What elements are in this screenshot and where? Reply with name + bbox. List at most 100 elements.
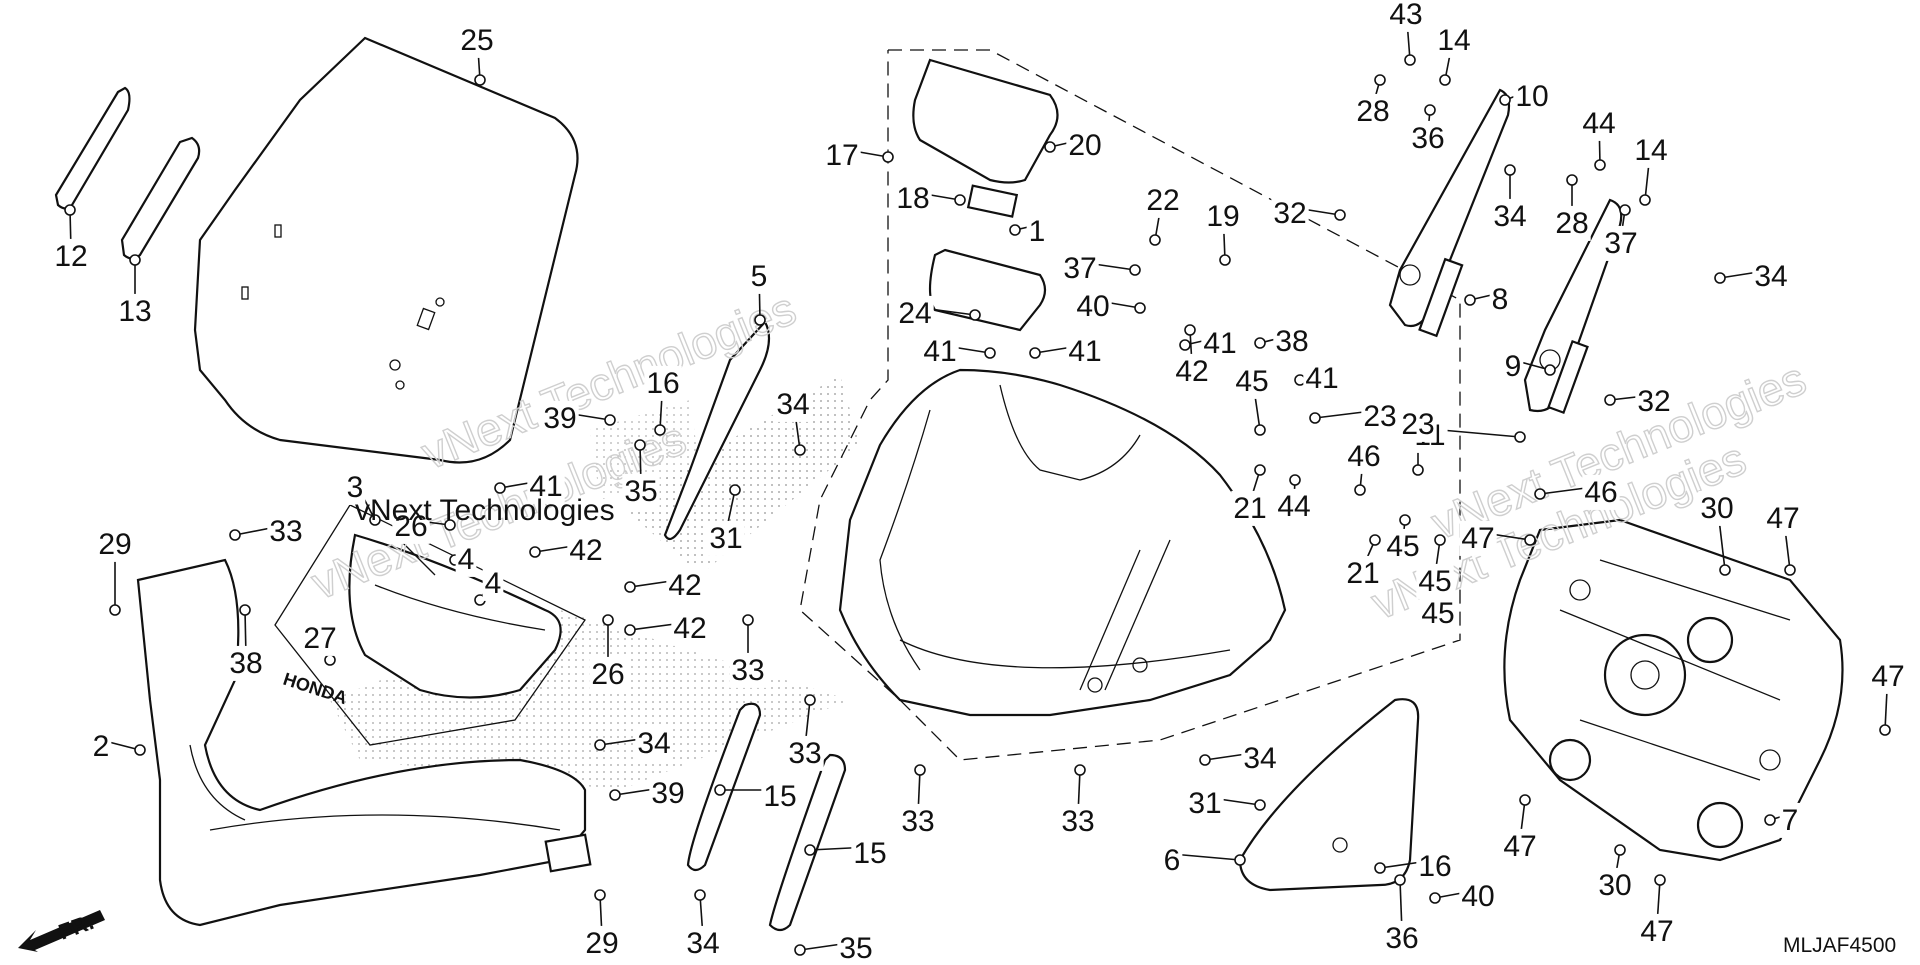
callout-36[interactable]: 36 bbox=[1411, 122, 1444, 155]
callout-2[interactable]: 2 bbox=[93, 730, 110, 763]
callout-47[interactable]: 47 bbox=[1503, 830, 1536, 863]
fastener-40 bbox=[1429, 892, 1441, 904]
callout-19[interactable]: 19 bbox=[1206, 200, 1239, 233]
callout-38[interactable]: 38 bbox=[1275, 325, 1308, 358]
callout-29[interactable]: 29 bbox=[98, 528, 131, 561]
callout-41[interactable]: 41 bbox=[529, 470, 562, 503]
callout-45[interactable]: 45 bbox=[1235, 365, 1268, 398]
callout-backdrop bbox=[1491, 198, 1529, 234]
callout-4[interactable]: 4 bbox=[485, 567, 502, 600]
callout-20[interactable]: 20 bbox=[1068, 129, 1101, 162]
callout-42[interactable]: 42 bbox=[673, 612, 706, 645]
callout-46[interactable]: 46 bbox=[1347, 440, 1380, 473]
callout-35[interactable]: 35 bbox=[839, 932, 872, 965]
callout-33[interactable]: 33 bbox=[901, 805, 934, 838]
callout-backdrop bbox=[1869, 658, 1907, 694]
callout-41[interactable]: 41 bbox=[1068, 335, 1101, 368]
callout-45[interactable]: 45 bbox=[1418, 565, 1451, 598]
callout-41[interactable]: 41 bbox=[923, 335, 956, 368]
callout-10[interactable]: 10 bbox=[1515, 80, 1548, 113]
callout-32[interactable]: 32 bbox=[1637, 385, 1670, 418]
callout-31[interactable]: 31 bbox=[709, 522, 742, 555]
callout-28[interactable]: 28 bbox=[1555, 207, 1588, 240]
callout-44[interactable]: 44 bbox=[1277, 490, 1310, 523]
callout-34[interactable]: 34 bbox=[686, 927, 719, 960]
callout-6[interactable]: 6 bbox=[1164, 844, 1181, 877]
callout-36[interactable]: 36 bbox=[1385, 922, 1418, 955]
callout-30[interactable]: 30 bbox=[1598, 869, 1631, 902]
callout-32[interactable]: 32 bbox=[1273, 197, 1306, 230]
callout-7[interactable]: 7 bbox=[1782, 804, 1799, 837]
fastener-15 bbox=[804, 844, 816, 856]
callout-37[interactable]: 37 bbox=[1604, 227, 1637, 260]
callout-backdrop bbox=[1061, 250, 1099, 286]
callout-34[interactable]: 34 bbox=[1493, 200, 1526, 233]
callout-42[interactable]: 42 bbox=[1175, 355, 1208, 388]
callout-3[interactable]: 3 bbox=[347, 471, 364, 504]
callout-42[interactable]: 42 bbox=[668, 569, 701, 602]
callout-46[interactable]: 46 bbox=[1584, 476, 1617, 509]
callout-17[interactable]: 17 bbox=[825, 139, 858, 172]
callout-29[interactable]: 29 bbox=[585, 927, 618, 960]
callout-33[interactable]: 33 bbox=[788, 737, 821, 770]
fastener-33 bbox=[229, 529, 241, 541]
callout-15[interactable]: 15 bbox=[763, 780, 796, 813]
callout-33[interactable]: 33 bbox=[1061, 805, 1094, 838]
callout-9[interactable]: 9 bbox=[1505, 350, 1522, 383]
callout-1[interactable]: 1 bbox=[1029, 215, 1046, 248]
callout-39[interactable]: 39 bbox=[543, 402, 576, 435]
callout-13[interactable]: 13 bbox=[118, 295, 151, 328]
fastener-17 bbox=[882, 151, 894, 163]
callout-12[interactable]: 12 bbox=[54, 240, 87, 273]
fastener-36 bbox=[1394, 874, 1406, 886]
callout-33[interactable]: 33 bbox=[269, 515, 302, 548]
callout-39[interactable]: 39 bbox=[651, 777, 684, 810]
callout-31[interactable]: 31 bbox=[1188, 787, 1221, 820]
callout-33[interactable]: 33 bbox=[731, 654, 764, 687]
callout-4[interactable]: 4 bbox=[458, 543, 475, 576]
callout-40[interactable]: 40 bbox=[1076, 290, 1109, 323]
callout-47[interactable]: 47 bbox=[1871, 660, 1904, 693]
callout-45[interactable]: 45 bbox=[1421, 597, 1454, 630]
callout-34[interactable]: 34 bbox=[637, 727, 670, 760]
callout-43[interactable]: 43 bbox=[1389, 0, 1422, 31]
callout-37[interactable]: 37 bbox=[1063, 252, 1096, 285]
callout-14[interactable]: 14 bbox=[1634, 134, 1667, 167]
callout-14[interactable]: 14 bbox=[1437, 24, 1470, 57]
callout-5[interactable]: 5 bbox=[751, 260, 768, 293]
callout-47[interactable]: 47 bbox=[1766, 502, 1799, 535]
callout-backdrop bbox=[1638, 913, 1676, 949]
fastener-16 bbox=[654, 424, 666, 436]
callout-34[interactable]: 34 bbox=[1754, 260, 1787, 293]
callout-26[interactable]: 26 bbox=[394, 510, 427, 543]
callout-16[interactable]: 16 bbox=[1418, 850, 1451, 883]
callout-16[interactable]: 16 bbox=[646, 367, 679, 400]
callout-38[interactable]: 38 bbox=[229, 647, 262, 680]
callout-27[interactable]: 27 bbox=[303, 622, 336, 655]
callout-44[interactable]: 44 bbox=[1582, 107, 1615, 140]
callout-41[interactable]: 41 bbox=[1305, 362, 1338, 395]
callout-21[interactable]: 21 bbox=[1233, 492, 1266, 525]
callout-18[interactable]: 18 bbox=[896, 182, 929, 215]
callout-21[interactable]: 21 bbox=[1346, 557, 1379, 590]
callout-40[interactable]: 40 bbox=[1461, 880, 1494, 913]
callout-42[interactable]: 42 bbox=[569, 534, 602, 567]
callout-28[interactable]: 28 bbox=[1356, 95, 1389, 128]
callout-30[interactable]: 30 bbox=[1700, 492, 1733, 525]
callout-34[interactable]: 34 bbox=[776, 388, 809, 421]
callout-backdrop bbox=[116, 293, 154, 329]
fastener-34 bbox=[1714, 272, 1726, 284]
callout-15[interactable]: 15 bbox=[853, 837, 886, 870]
callout-47[interactable]: 47 bbox=[1640, 915, 1673, 948]
callout-25[interactable]: 25 bbox=[460, 24, 493, 57]
callout-35[interactable]: 35 bbox=[624, 475, 657, 508]
callout-34[interactable]: 34 bbox=[1243, 742, 1276, 775]
callout-22[interactable]: 22 bbox=[1146, 184, 1179, 217]
callout-47[interactable]: 47 bbox=[1461, 522, 1494, 555]
callout-8[interactable]: 8 bbox=[1492, 283, 1509, 316]
callout-23[interactable]: 23 bbox=[1401, 408, 1434, 441]
callout-26[interactable]: 26 bbox=[591, 658, 624, 691]
callout-45[interactable]: 45 bbox=[1386, 530, 1419, 563]
callout-24[interactable]: 24 bbox=[898, 297, 931, 330]
callout-23[interactable]: 23 bbox=[1363, 400, 1396, 433]
